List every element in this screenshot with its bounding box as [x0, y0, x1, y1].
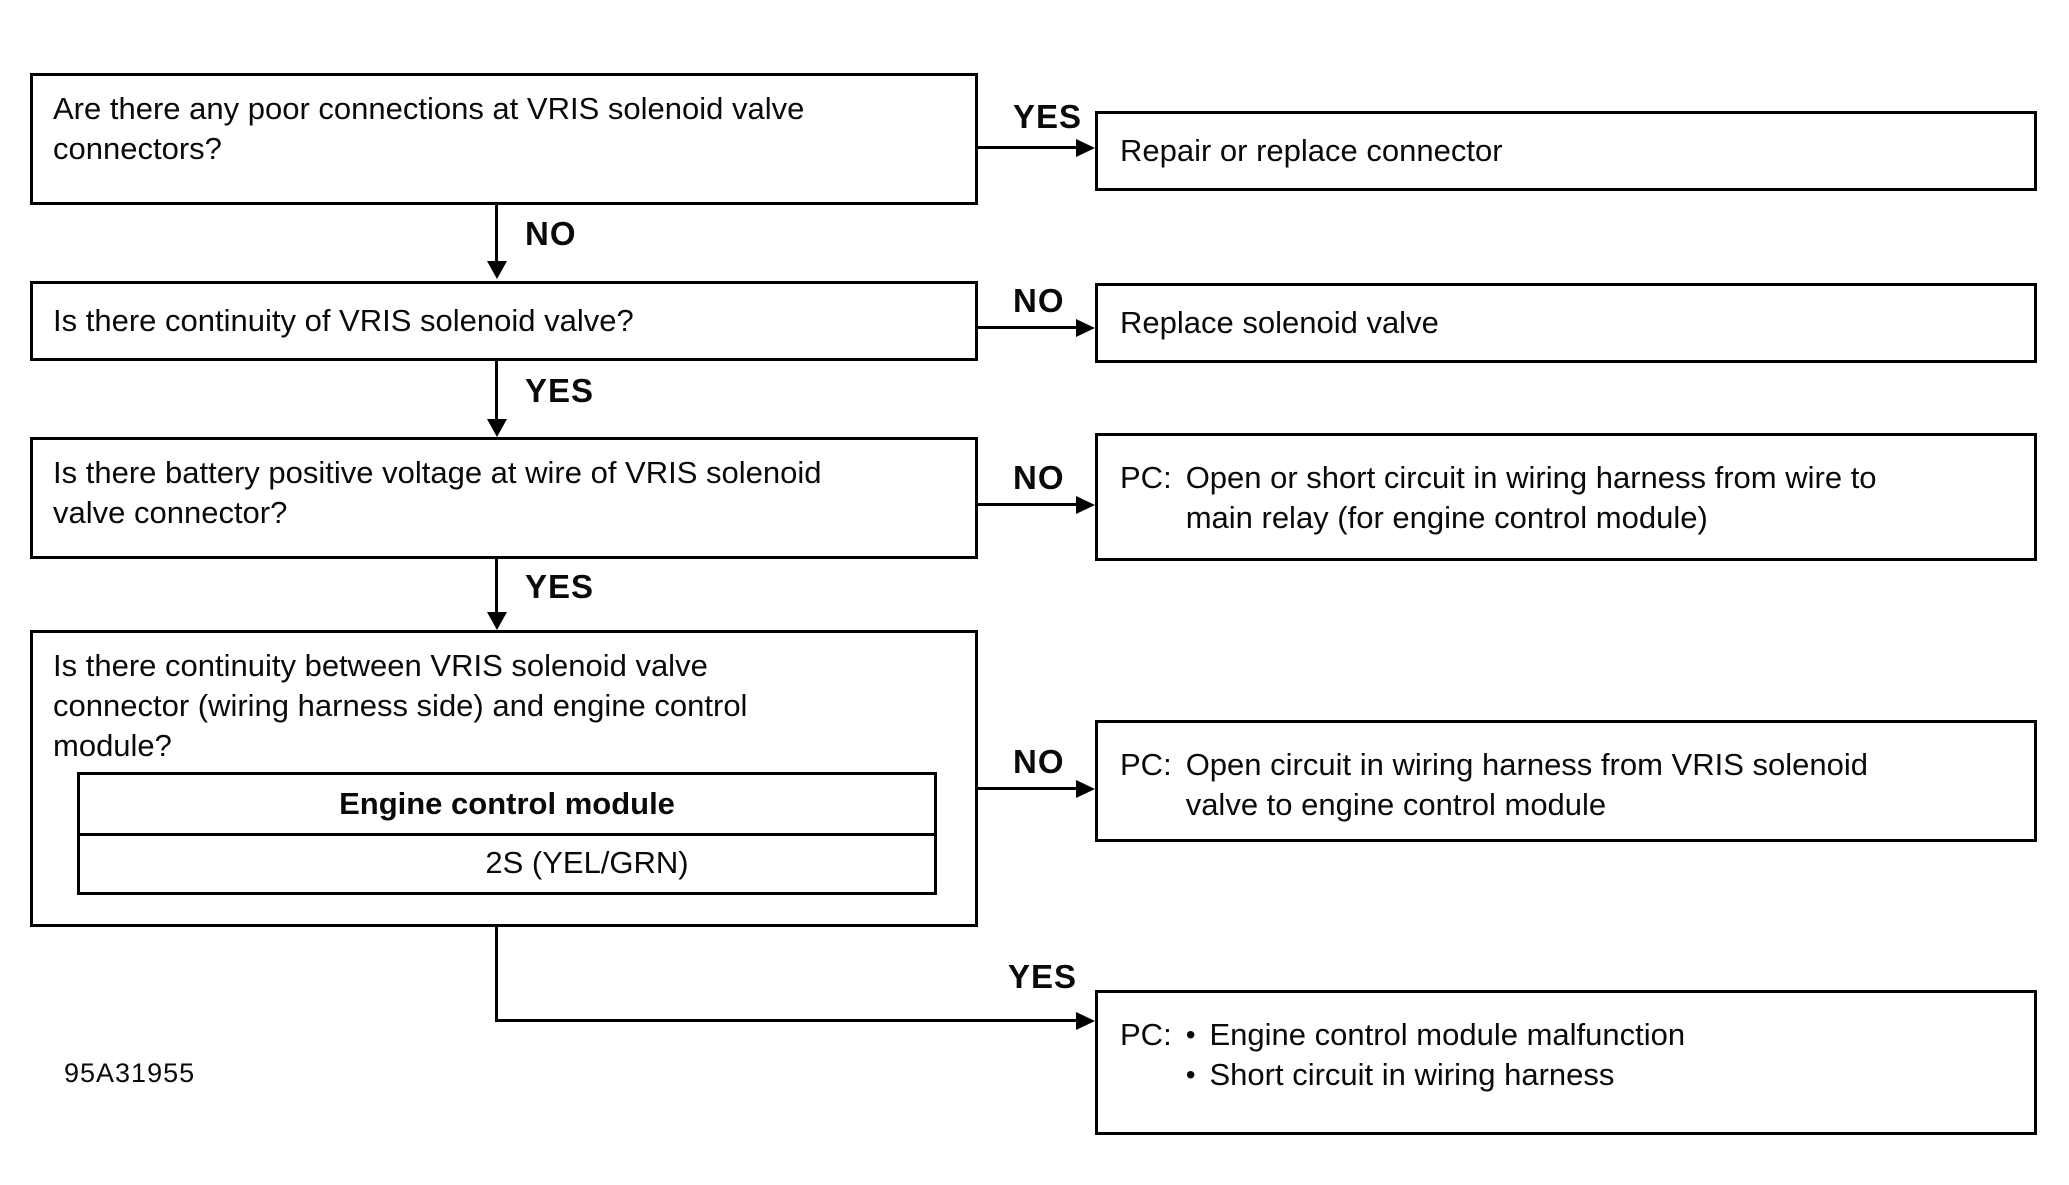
branch-label-no: NO: [525, 215, 577, 252]
result-text: PC: Open circuit in wiring harness from …: [1098, 723, 2034, 825]
arrow-right-icon: [1076, 496, 1095, 514]
arrow-right-icon: [1076, 780, 1095, 798]
ecm-terminal-table: Engine control module 2S (YEL/GRN): [77, 772, 937, 895]
bullet-text: Engine control module malfunction: [1209, 1017, 1686, 1052]
pc-prefix: PC:: [1120, 1017, 1172, 1052]
question-line: connectors?: [53, 131, 222, 166]
question-line: Is there continuity between VRIS solenoi…: [53, 648, 708, 683]
branch-label-yes: YES: [525, 568, 595, 605]
question-text: Are there any poor connections at VRIS s…: [33, 76, 975, 169]
result-text: Repair or replace connector: [1120, 133, 1503, 168]
question-text: Is there battery positive voltage at wir…: [33, 440, 975, 533]
connector-q1-down-line: [495, 205, 498, 263]
pc-lines: Open or short circuit in wiring harness …: [1186, 458, 1877, 538]
result-box-replace-valve: Replace solenoid valve: [1095, 283, 2037, 363]
question-line: Is there battery positive voltage at wir…: [53, 455, 822, 490]
result-box-open-short-main-relay: PC: Open or short circuit in wiring harn…: [1095, 433, 2037, 561]
connector-q4-elbow-vline: [495, 927, 498, 1022]
pc-prefix: PC:: [1120, 747, 1172, 782]
result-box-ecm-malfunction: PC: • Engine control module malfunction …: [1095, 990, 2037, 1135]
branch-label-no: NO: [1013, 282, 1065, 319]
question-text: Is there continuity between VRIS solenoi…: [33, 633, 975, 766]
branch-label-no: NO: [1013, 459, 1065, 496]
connector-q4-elbow-hline: [495, 1019, 1077, 1022]
arrow-right-icon: [1076, 139, 1095, 157]
arrow-down-icon: [487, 261, 507, 279]
connector-q2-down-line: [495, 361, 498, 419]
question-box-battery-voltage: Is there battery positive voltage at wir…: [30, 437, 978, 559]
arrow-right-icon: [1076, 319, 1095, 337]
question-line: module?: [53, 728, 172, 763]
connector-q3-right-line: [975, 503, 1077, 506]
arrow-down-icon: [487, 419, 507, 437]
bullet-text: Short circuit in wiring harness: [1209, 1057, 1615, 1092]
pc-line: Open circuit in wiring harness from VRIS…: [1185, 747, 1868, 782]
pc-lines: Open circuit in wiring harness from VRIS…: [1186, 745, 1868, 825]
arrow-right-icon: [1076, 1012, 1095, 1030]
branch-label-yes: YES: [1008, 958, 1078, 995]
pc-prefix: PC:: [1120, 460, 1172, 495]
arrow-down-icon: [487, 612, 507, 630]
pc-lines: • Engine control module malfunction • Sh…: [1186, 1015, 1685, 1095]
question-box-continuity-valve: Is there continuity of VRIS solenoid val…: [30, 281, 978, 361]
result-box-open-circuit-ecm: PC: Open circuit in wiring harness from …: [1095, 720, 2037, 842]
figure-code: 95A31955: [64, 1058, 196, 1088]
pc-line: main relay (for engine control module): [1185, 500, 1708, 535]
connector-q1-right-line: [975, 146, 1077, 149]
branch-label-no: NO: [1013, 743, 1065, 780]
result-text: PC: Open or short circuit in wiring harn…: [1098, 436, 2034, 538]
result-box-repair-connector: Repair or replace connector: [1095, 111, 2037, 191]
question-text: Is there continuity of VRIS solenoid val…: [33, 301, 654, 341]
question-box-poor-connections: Are there any poor connections at VRIS s…: [30, 73, 978, 205]
question-line: connector (wiring harness side) and engi…: [53, 688, 748, 723]
pc-line: Open or short circuit in wiring harness …: [1185, 460, 1877, 495]
ecm-table-header: Engine control module: [80, 775, 934, 836]
bullet-item: • Engine control module malfunction: [1186, 1015, 1685, 1055]
question-line: Is there continuity of VRIS solenoid val…: [53, 303, 634, 338]
bullet-item: • Short circuit in wiring harness: [1186, 1055, 1685, 1095]
result-text: PC: • Engine control module malfunction …: [1098, 993, 2034, 1095]
connector-q2-right-line: [975, 326, 1077, 329]
ecm-terminal-cell: 2S (YEL/GRN): [485, 845, 689, 880]
connector-q4-right-line: [975, 787, 1077, 790]
pc-line: valve to engine control module: [1185, 787, 1607, 822]
connector-q3-down-line: [495, 559, 498, 612]
branch-label-yes: YES: [525, 372, 595, 409]
branch-label-yes: YES: [1013, 98, 1083, 135]
question-line: valve connector?: [53, 495, 288, 530]
question-line: Are there any poor connections at VRIS s…: [53, 91, 805, 126]
result-text: Replace solenoid valve: [1120, 305, 1439, 340]
bullet-icon: •: [1185, 1059, 1196, 1090]
bullet-icon: •: [1185, 1019, 1196, 1050]
